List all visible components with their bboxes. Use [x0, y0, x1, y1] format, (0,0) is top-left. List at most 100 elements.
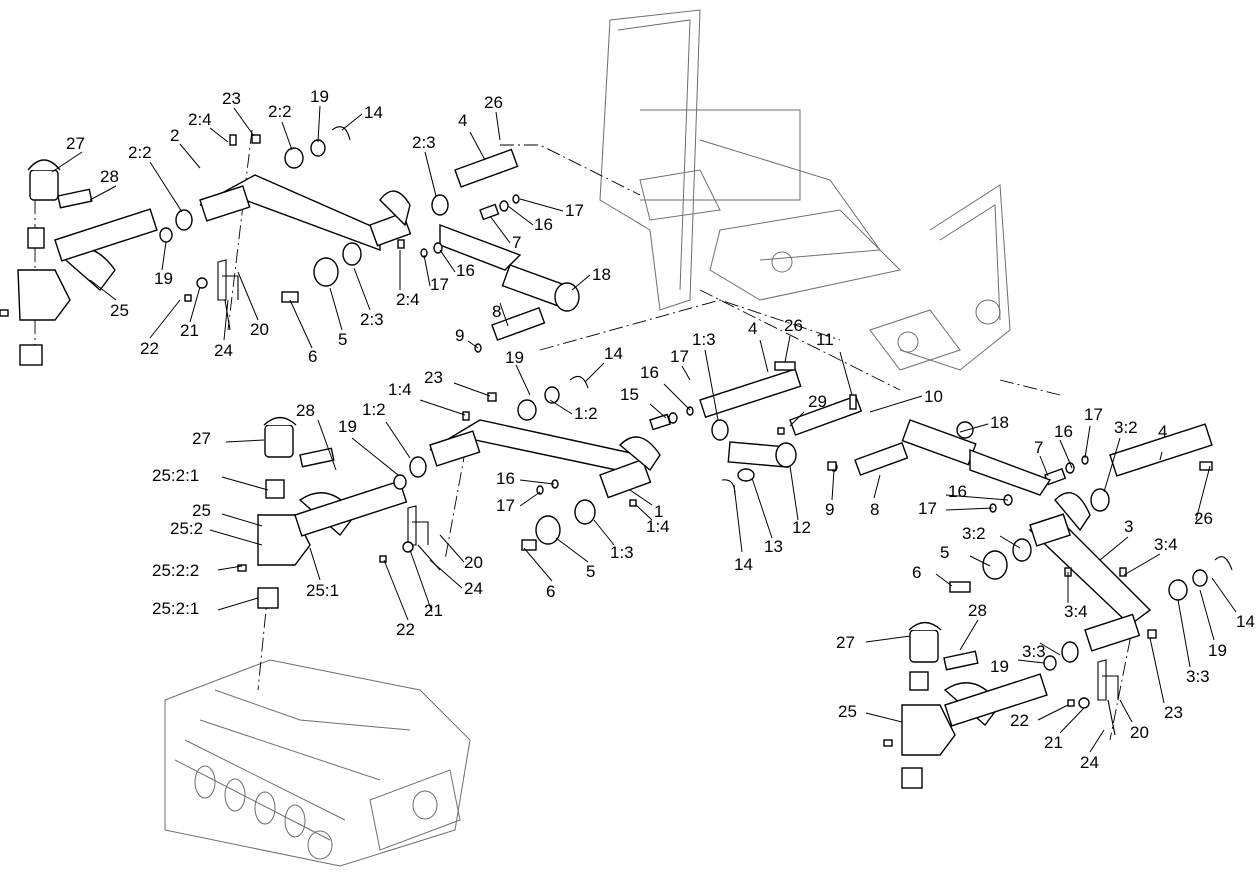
leader-line: [489, 215, 511, 244]
leader-line: [1037, 704, 1069, 721]
callout-label: 25: [192, 501, 211, 520]
leader-line: [555, 537, 589, 563]
leader-line: [1099, 536, 1129, 561]
callout-label: 16: [948, 482, 967, 501]
leader-line: [523, 547, 553, 582]
leader-line: [221, 476, 269, 491]
leader-line: [51, 151, 83, 173]
callout-label: 18: [990, 413, 1009, 432]
callout-label: 7: [512, 233, 521, 252]
leader-line: [189, 286, 201, 323]
callout-label: 25:1: [306, 581, 339, 600]
leader-line: [1123, 553, 1161, 576]
leader-line: [179, 143, 201, 169]
leader-line: [419, 399, 466, 416]
leader-line: [217, 597, 259, 611]
callout-label: 1:2: [574, 404, 598, 423]
leader-line: [839, 351, 853, 396]
callout-label: 4: [458, 111, 467, 130]
callout-label: 29: [808, 392, 827, 411]
callout-label: 16: [456, 261, 475, 280]
leader-line: [571, 274, 591, 291]
leader-line: [223, 299, 229, 341]
leader-line: [289, 299, 313, 349]
callout-label: 6: [546, 582, 555, 601]
leader-line: [1211, 577, 1237, 613]
callout-label: 19: [1208, 641, 1227, 660]
callout-label: 1: [654, 502, 663, 521]
callout-label: 5: [338, 330, 347, 349]
leader-line: [385, 421, 411, 459]
leader-line: [1103, 437, 1121, 493]
callout-label: 17: [565, 201, 584, 220]
leader-line: [519, 198, 564, 212]
callout-label: 2:4: [396, 290, 420, 309]
callout-label: 9: [825, 500, 834, 519]
callout-label: 14: [1236, 612, 1255, 631]
leader-line: [225, 439, 265, 443]
leader-line: [217, 565, 243, 571]
leader-line: [341, 113, 363, 131]
callout-label: 2:3: [412, 133, 436, 152]
callout-leader-lines: [51, 105, 1237, 753]
callout-label: 16: [1054, 422, 1073, 441]
leader-line: [317, 105, 321, 143]
callout-label: 24: [214, 341, 233, 360]
callout-label: 6: [308, 347, 317, 366]
callout-label: 14: [734, 555, 753, 574]
leader-line: [209, 529, 263, 546]
leader-line: [999, 535, 1021, 549]
callout-label: 2: [170, 126, 179, 145]
callout-label: 17: [1084, 405, 1103, 424]
callout-label: 2:4: [188, 110, 212, 129]
leader-line: [439, 249, 456, 273]
callout-label: 7: [1034, 438, 1043, 457]
callout-label: 28: [968, 601, 987, 620]
callout-label: 8: [870, 500, 879, 519]
leader-line: [873, 474, 881, 499]
callout-label: 14: [364, 103, 383, 122]
leader-line: [869, 395, 923, 413]
leader-line: [429, 559, 463, 589]
callout-label: 23: [1164, 703, 1183, 722]
callout-label: 26: [484, 93, 503, 112]
callout-label: 15: [620, 385, 639, 404]
leader-line: [439, 534, 465, 563]
assembly-center-lines: [34, 129, 1136, 741]
callout-label: 1:3: [610, 543, 634, 562]
leader-line: [593, 519, 615, 546]
callout-label: 4: [1158, 422, 1167, 441]
leader-line: [519, 479, 555, 485]
callout-label: 22: [1010, 711, 1029, 730]
callout-label: 22: [396, 620, 415, 639]
callout-label: 23: [222, 89, 241, 108]
leader-line: [549, 399, 573, 415]
aerator-unit-illustration: [164, 659, 471, 867]
callout-label: 6: [912, 563, 921, 582]
leader-line: [89, 185, 117, 201]
leader-line: [507, 205, 534, 226]
callout-label: 16: [534, 215, 553, 234]
callout-label: 1:3: [692, 330, 716, 349]
callout-label: 16: [640, 363, 659, 382]
leader-line: [499, 302, 509, 327]
leader-line: [945, 494, 1009, 501]
callout-label: 27: [836, 633, 855, 652]
callout-label: 5: [940, 543, 949, 562]
callout-label: 27: [192, 429, 211, 448]
callout-label: 19: [154, 269, 173, 288]
callout-label: 3: [1124, 517, 1133, 536]
callout-label: 3:4: [1154, 535, 1178, 554]
callout-label: 17: [918, 499, 937, 518]
leader-line: [317, 419, 337, 471]
callout-label: 20: [250, 320, 269, 339]
leader-line: [453, 382, 491, 397]
callout-label: 25:2: [170, 519, 203, 538]
callout-label: 3:2: [1114, 418, 1138, 437]
leader-line: [1199, 589, 1215, 641]
callout-label: 5: [586, 562, 595, 581]
callout-label: 21: [1044, 733, 1063, 752]
leader-line: [161, 241, 167, 271]
callout-label: 26: [1194, 509, 1213, 528]
